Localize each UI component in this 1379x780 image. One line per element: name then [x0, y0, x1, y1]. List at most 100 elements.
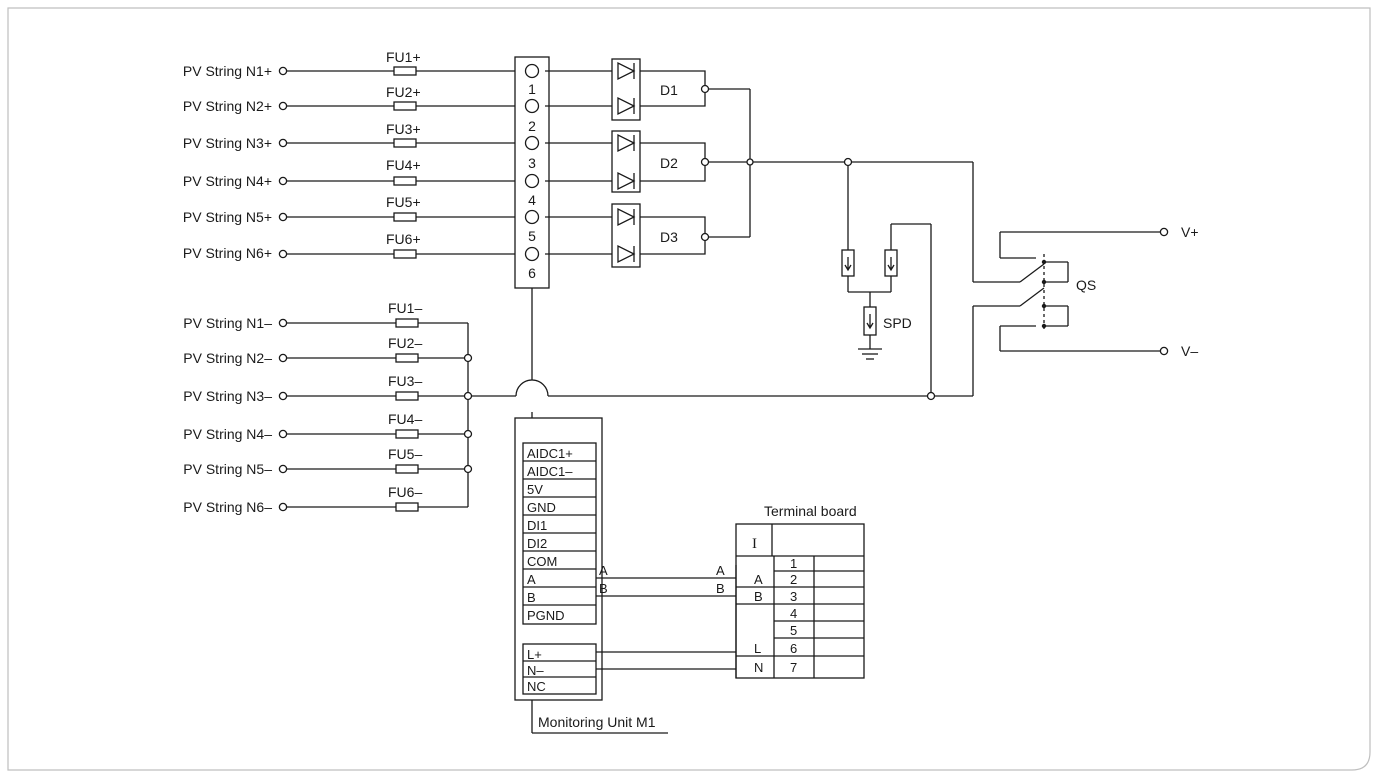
port-label: PGND	[527, 608, 565, 623]
diode-icon	[617, 207, 636, 227]
qs-switch: QS V+ V–	[999, 224, 1199, 359]
diode-label: D2	[660, 155, 678, 171]
port-label: B	[527, 590, 536, 605]
pv-string-neg-row: PV String N3– FU3–	[183, 373, 468, 404]
terminal-board: Terminal board I 1 A 2 B 3 4 5 L 6 N 7	[735, 503, 865, 679]
input-terminal-icon	[278, 391, 288, 401]
wire-label-b: B	[599, 581, 608, 596]
pv-string-label: PV String N5+	[183, 209, 272, 225]
output-pos-label: V+	[1181, 224, 1199, 240]
fuse-label: FU3+	[386, 121, 421, 137]
terminal-board-number: 6	[790, 641, 797, 656]
terminal-to-diode-wires	[545, 70, 612, 255]
pv-string-label: PV String N3+	[183, 135, 272, 151]
terminal-board-number: 1	[790, 556, 797, 571]
junction-node-icon	[463, 429, 473, 439]
terminal-screw-icon	[524, 209, 540, 225]
input-terminal-icon	[278, 353, 288, 363]
input-terminal-icon	[278, 502, 288, 512]
pv-string-neg-row: PV String N1– FU1–	[183, 300, 468, 331]
terminal-number: 4	[528, 192, 536, 208]
output-terminal-icon	[1159, 227, 1169, 237]
fuse-label: FU4+	[386, 157, 421, 173]
fuse-icon	[393, 101, 417, 111]
fuse-icon	[395, 429, 419, 439]
terminal-screw-icon	[524, 63, 540, 79]
port-block-bottom	[522, 643, 597, 695]
terminal-board-number: 7	[790, 660, 797, 675]
output-terminal-icon	[1159, 346, 1169, 356]
fuse-icon	[395, 318, 419, 328]
pv-string-label: PV String N4–	[183, 426, 272, 442]
input-terminal-icon	[278, 66, 288, 76]
monitoring-unit: AIDC1+ AIDC1– 5V GND DI1 DI2 COM A B PGN…	[514, 417, 668, 734]
pv-string-label: PV String N6+	[183, 245, 272, 261]
diode-icon	[617, 133, 636, 153]
fuse-icon	[395, 502, 419, 512]
pv-string-neg-row: PV String N5– FU5–	[183, 446, 468, 477]
monitoring-unit-title: Monitoring Unit M1	[538, 714, 656, 730]
junction-node-icon	[463, 391, 473, 401]
pv-string-label: PV String N3–	[183, 388, 272, 404]
input-terminal-icon	[278, 318, 288, 328]
pv-string-label: PV String N2+	[183, 98, 272, 114]
diode-groups: D1 D2 D3	[611, 58, 710, 268]
pv-string-label: PV String N4+	[183, 173, 272, 189]
terminal-board-number: 3	[790, 589, 797, 604]
pv-string-neg-row: PV String N6– FU6–	[183, 484, 468, 515]
fuse-icon	[395, 353, 419, 363]
diode-output-node-icon	[700, 232, 710, 242]
pv-string-neg-row: PV String N4– FU4–	[183, 411, 468, 442]
terminal-board-header: I	[752, 536, 757, 552]
port-label: COM	[527, 554, 557, 569]
switch-label: QS	[1076, 277, 1096, 293]
signal-wires	[596, 577, 736, 670]
terminal-board-signal: N	[754, 660, 763, 675]
fuse-label: FU2+	[386, 84, 421, 100]
fuse-icon	[395, 464, 419, 474]
terminal-board-title: Terminal board	[764, 503, 857, 519]
terminal-number: 3	[528, 155, 536, 171]
diode-group-d2: D2	[611, 130, 710, 193]
negative-bus	[468, 305, 1020, 397]
pv-string-pos-row: PV String N5+ FU5+	[183, 194, 519, 225]
port-label: NC	[527, 679, 546, 694]
pv-string-pos-row: PV String N2+ FU2+	[183, 84, 519, 114]
fuse-icon	[393, 138, 417, 148]
port-label: AIDC1+	[527, 446, 573, 461]
diode-icon	[617, 171, 636, 191]
terminal-number: 1	[528, 81, 536, 97]
pv-string-pos-row: PV String N6+ FU6+	[183, 231, 519, 261]
terminal-board-signal: A	[754, 572, 763, 587]
terminal-screw-icon	[524, 246, 540, 262]
pv-string-pos-row: PV String N4+ FU4+	[183, 157, 519, 189]
pv-string-label: PV String N2–	[183, 350, 272, 366]
pv-string-label: PV String N5–	[183, 461, 272, 477]
junction-node-icon	[926, 391, 936, 401]
fuse-label: FU6–	[388, 484, 422, 500]
surge-protection: SPD	[841, 166, 932, 396]
fuse-label: FU5–	[388, 446, 422, 462]
pv-string-label: PV String N6–	[183, 499, 272, 515]
fuse-label: FU6+	[386, 231, 421, 247]
port-label: GND	[527, 500, 556, 515]
fuse-icon	[393, 212, 417, 222]
output-neg-label: V–	[1181, 343, 1198, 359]
pv-string-pos-row: PV String N1+ FU1+	[183, 49, 519, 79]
diode-label: D3	[660, 229, 678, 245]
fuse-icon	[395, 391, 419, 401]
input-terminal-icon	[278, 464, 288, 474]
port-label: DI2	[527, 536, 547, 551]
pv-string-neg-row: PV String N2– FU2–	[183, 335, 468, 366]
terminal-board-signal: B	[754, 589, 763, 604]
pv-string-pos-row: PV String N3+ FU3+	[183, 121, 519, 151]
diode-icon	[617, 96, 636, 116]
terminal-board-number: 4	[790, 606, 797, 621]
port-label: AIDC1–	[527, 464, 573, 479]
input-terminal-icon	[278, 249, 288, 259]
junction-node-icon	[463, 464, 473, 474]
diode-icon	[617, 244, 636, 264]
fuse-label: FU2–	[388, 335, 422, 351]
